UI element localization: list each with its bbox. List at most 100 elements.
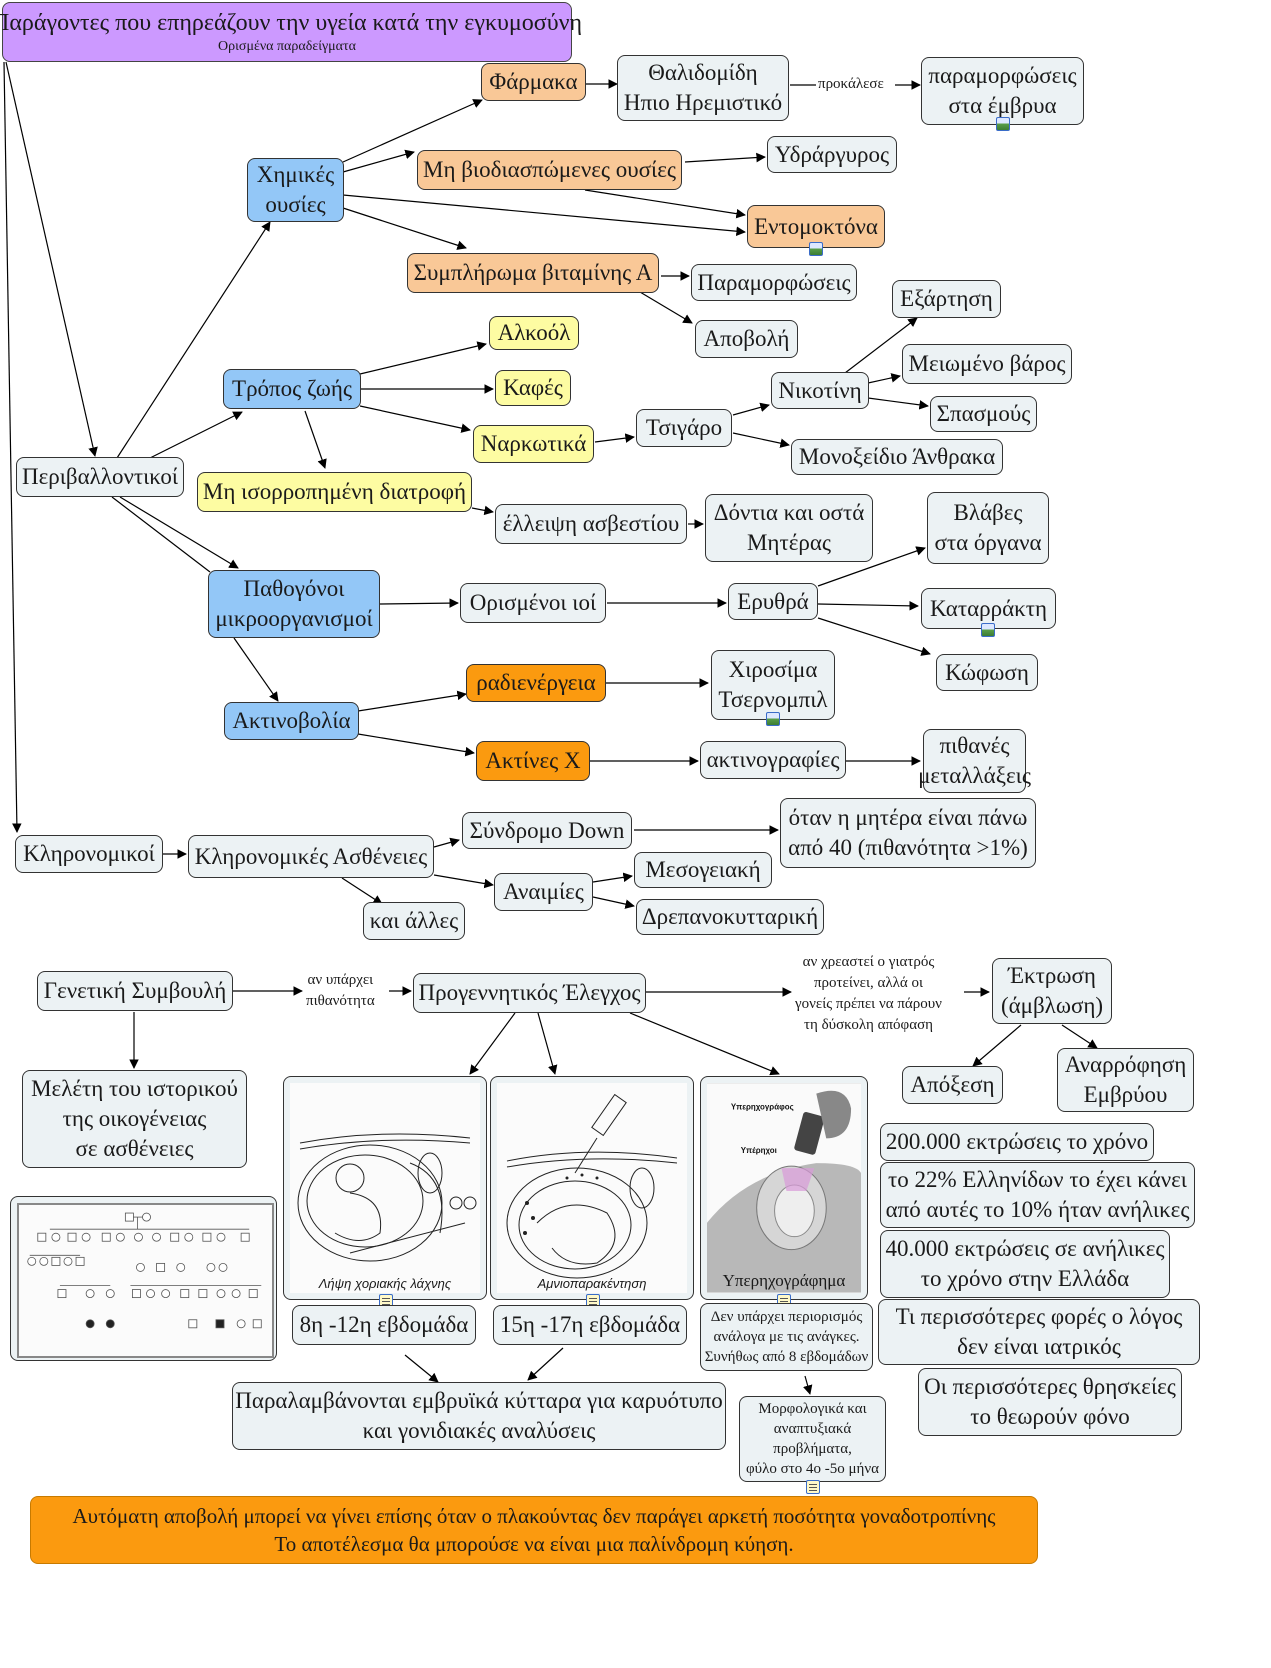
node-spasms[interactable]: Σπασμούς xyxy=(930,396,1037,432)
node-label: Μη ισορροπημένη διατροφή xyxy=(202,479,467,504)
node-label: Ναρκωτικά xyxy=(480,431,587,456)
link-label-line: προτείνει, αλλά οι xyxy=(813,975,924,991)
node-label: παραμορφώσεις xyxy=(928,63,1077,88)
node-stat-200000[interactable]: 200.000 εκτρώσεις το χρόνο xyxy=(880,1123,1154,1161)
node-label: Αναρρόφηση xyxy=(1064,1052,1187,1077)
node-label: Δόντια και οστά xyxy=(713,500,865,525)
node-label: Ηπιο Ηρεμιστικό xyxy=(623,90,783,115)
node-cigarette[interactable]: Τσιγάρο xyxy=(636,409,732,447)
node-curettage[interactable]: Απόξεση xyxy=(902,1066,1003,1104)
node-rubella[interactable]: Ερυθρά xyxy=(728,583,818,620)
node-weeks-8-12[interactable]: 8η -12η εβδομάδα xyxy=(292,1305,476,1345)
pedigree-image[interactable] xyxy=(10,1196,277,1361)
node-label: Εξάρτηση xyxy=(900,286,993,311)
node-family-history[interactable]: Μελέτη του ιστορικού της οικογένειας σε … xyxy=(22,1070,247,1168)
node-non-biodegradable[interactable]: Μη βιοδιασπώμενες ουσίες xyxy=(417,150,682,190)
node-radiation[interactable]: Ακτινοβολία xyxy=(224,702,359,740)
link-label-line: πιθανότητα xyxy=(306,993,375,1009)
node-pesticides[interactable]: Εντομοκτόνα xyxy=(747,205,885,248)
node-label: Παραμορφώσεις xyxy=(697,269,851,295)
node-carbon-monoxide[interactable]: Μονοξείδιο Άνθρακα xyxy=(791,439,1003,475)
node-ultrasound-note[interactable]: Δεν υπάρχει περιορισμός ανάλογα με τις α… xyxy=(700,1303,873,1371)
node-thalidomide[interactable]: Θαλιδομίδη Ηπιο Ηρεμιστικό xyxy=(617,55,789,121)
node-label: το θεωρούν φόνο xyxy=(970,1404,1130,1429)
node-not-medical[interactable]: Τι περισσότερες φορές ο λόγος δεν είναι … xyxy=(878,1299,1200,1365)
node-genetic-counseling[interactable]: Γενετική Συμβουλή xyxy=(37,971,233,1011)
node-label: και γονιδιακές αναλύσεις xyxy=(362,1418,596,1443)
node-fetal-cells[interactable]: Παραλαμβάνονται εμβρυϊκά κύτταρα για καρ… xyxy=(232,1382,726,1450)
node-label: Περιβαλλοντικοί xyxy=(21,464,179,489)
node-mediterranean[interactable]: Μεσογειακή xyxy=(634,852,772,888)
node-pathogens[interactable]: Παθογόνοι μικροοργανισμοί xyxy=(208,570,380,638)
node-vitamin-a[interactable]: Συμπλήρωμα βιταμίνης Α xyxy=(407,253,659,293)
node-alcohol[interactable]: Αλκοόλ xyxy=(489,316,579,350)
node-hereditary-diseases[interactable]: Κληρονομικές Ασθένειες xyxy=(188,835,434,878)
node-anemias[interactable]: Αναιμίες xyxy=(494,873,593,911)
node-label: φύλο στο 4ο -5ο μήνα xyxy=(746,1461,879,1477)
node-label: Ακτινοβολία xyxy=(232,708,351,733)
image-resource-icon[interactable] xyxy=(996,117,1010,131)
image-resource-icon[interactable] xyxy=(766,712,780,726)
node-label: Τι περισσότερες φορές ο λόγος xyxy=(895,1304,1183,1329)
node-mother-over-40[interactable]: όταν η μητέρα είναι πάνω από 40 (πιθανότ… xyxy=(780,798,1036,868)
node-xrays[interactable]: Ακτίνες Χ xyxy=(476,741,590,781)
node-religions[interactable]: Οι περισσότερες θρησκείες το θεωρούν φόν… xyxy=(918,1368,1182,1436)
node-label: Μειωμένο βάρος xyxy=(908,351,1066,376)
node-weeks-15-17[interactable]: 15η -17η εβδομάδα xyxy=(493,1305,687,1345)
node-label: το χρόνο στην Ελλάδα xyxy=(920,1266,1130,1291)
node-lifestyle[interactable]: Τρόπος ζωής xyxy=(223,369,361,409)
node-label: και άλλες xyxy=(369,908,459,933)
node-label: προβλήματα, xyxy=(773,1441,852,1457)
node-cataract[interactable]: Καταρράκτη xyxy=(921,588,1056,629)
node-deformities-embryos[interactable]: παραμορφώσεις στα έμβρυα xyxy=(921,57,1084,125)
node-mutations[interactable]: πιθανές μεταλλάξεις xyxy=(918,729,1031,793)
node-aspiration[interactable]: Αναρρόφηση Εμβρύου xyxy=(1057,1048,1194,1112)
node-stat-40000[interactable]: 40.000 εκτρώσεις σε ανήλικες το χρόνο στ… xyxy=(880,1230,1170,1298)
image-resource-icon[interactable] xyxy=(809,242,823,256)
node-deafness[interactable]: Κώφωση xyxy=(936,654,1038,691)
node-narcotics[interactable]: Ναρκωτικά xyxy=(473,425,594,463)
node-morphological[interactable]: Μορφολογικά και αναπτυξιακά προβλήματα, … xyxy=(739,1396,886,1482)
node-label: Συνήθως από 8 εβδομάδων xyxy=(704,1349,869,1365)
node-abortion[interactable]: Έκτρωση (άμβλωση) xyxy=(992,958,1112,1024)
node-hiroshima[interactable]: Χιροσίμα Τσερνομπιλ xyxy=(711,650,835,720)
node-label: Κληρονομικές Ασθένειες xyxy=(194,843,428,869)
node-down-syndrome[interactable]: Σύνδρομο Down xyxy=(462,812,632,849)
node-radiographs[interactable]: ακτινογραφίες xyxy=(700,741,846,779)
node-some-viruses[interactable]: Ορισμένοι ιοί xyxy=(460,583,606,623)
node-coffee[interactable]: Καφές xyxy=(495,370,571,406)
node-unbalanced-diet[interactable]: Μη ισορροπημένη διατροφή xyxy=(197,472,472,512)
node-addiction[interactable]: Εξάρτηση xyxy=(892,280,1001,318)
node-teeth-bones[interactable]: Δόντια και οστά Μητέρας xyxy=(705,494,873,562)
node-label: από 40 (πιθανότητα >1%) xyxy=(788,835,1028,860)
spontaneous-abortion-note[interactable]: Αυτόματη αποβολή μπορεί να γίνει επίσης … xyxy=(30,1496,1038,1564)
node-hereditary[interactable]: Κληρονομικοί xyxy=(15,835,163,873)
node-environmental[interactable]: Περιβαλλοντικοί xyxy=(16,457,184,497)
node-mercury[interactable]: Υδράργυρος xyxy=(767,136,897,173)
link-label-line: τη δύσκολη απόφαση xyxy=(803,1017,933,1033)
node-chemicals[interactable]: Χημικές ουσίες xyxy=(247,158,344,222)
node-low-weight[interactable]: Μειωμένο βάρος xyxy=(902,344,1072,384)
image-resource-icon[interactable] xyxy=(981,623,995,637)
node-calcium-lack[interactable]: έλλειψη ασβεστίου xyxy=(495,504,687,544)
node-label: Εμβρύου xyxy=(1083,1082,1168,1107)
node-label: αναπτυξιακά xyxy=(773,1421,852,1437)
node-stat-22-percent[interactable]: το 22% Ελληνίδων το έχει κάνει από αυτές… xyxy=(880,1162,1195,1228)
node-organ-damage[interactable]: Βλάβες στα όργανα xyxy=(927,492,1049,564)
node-and-others[interactable]: και άλλες xyxy=(363,902,465,940)
node-label: Τρόπος ζωής xyxy=(232,376,352,401)
node-deformities[interactable]: Παραμορφώσεις xyxy=(691,264,857,301)
node-label: Παραλαμβάνονται εμβρυϊκά κύτταρα για καρ… xyxy=(235,1388,723,1413)
node-prenatal-test[interactable]: Προγεννητικός Έλεγχος xyxy=(413,973,646,1013)
node-nicotine[interactable]: Νικοτίνη xyxy=(771,372,869,409)
node-drugs[interactable]: Φάρμακα xyxy=(481,63,586,101)
chorionic-villus-image[interactable]: Λήψη χοριακής λάχνης xyxy=(283,1076,487,1300)
banner-line: Το αποτέλεσμα θα μπορούσε να είναι μια π… xyxy=(274,1532,794,1556)
document-resource-icon[interactable] xyxy=(806,1480,820,1494)
amniocentesis-image[interactable]: Αμνιοπαρακέντηση xyxy=(490,1076,694,1300)
node-radioactivity[interactable]: ραδιενέργεια xyxy=(466,664,606,702)
node-sickle-cell[interactable]: Δρεπανοκυτταρική xyxy=(636,899,824,935)
node-miscarriage[interactable]: Αποβολή xyxy=(695,320,798,358)
ultrasound-image[interactable]: Υπερηχογράφος Υπέρηχοι Υπερηχογράφημα xyxy=(700,1076,868,1300)
node-label: Χιροσίμα xyxy=(728,657,818,682)
